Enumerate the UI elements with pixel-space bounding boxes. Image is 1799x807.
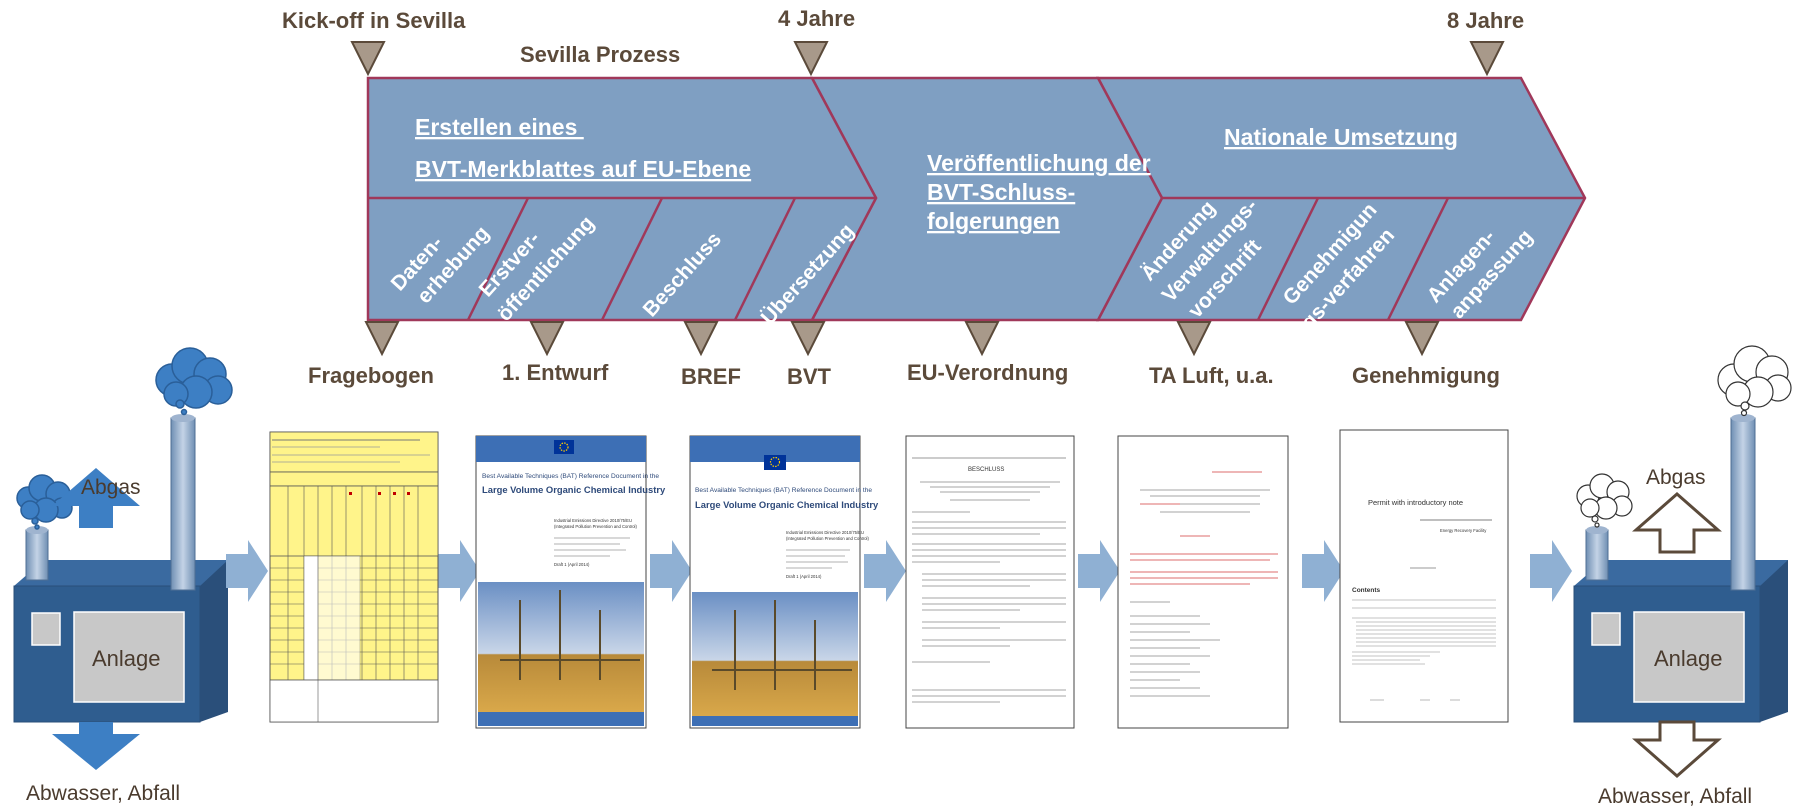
flow-arrow-7-icon xyxy=(1530,540,1572,602)
doc-entwurf-header: Best Available Techniques (BAT) Referenc… xyxy=(482,473,659,480)
doc-genehmigung: Permit with introductory note Energy Rec… xyxy=(1339,429,1509,723)
waste-arrow-down-icon xyxy=(52,722,140,770)
plant-right-waste: Abwasser, Abfall xyxy=(1598,785,1752,807)
eu-flag-icon xyxy=(764,455,786,470)
doc-entwurf-sub2: (Integrated Pollution Prevention and Con… xyxy=(554,524,637,529)
exhaust-arrow-up-icon xyxy=(52,468,140,528)
eu-flag-icon xyxy=(554,440,574,454)
plant-right-label: Anlage xyxy=(1654,646,1723,671)
doc-bref-sub2: (Integrated Pollution Prevention and Con… xyxy=(786,536,869,541)
plant-right-exhaust: Abgas xyxy=(1646,466,1706,489)
doc-ta-luft xyxy=(1117,435,1289,729)
doc-eu-verordnung: BESCHLUSS xyxy=(905,435,1075,729)
doc-bref-draft: Draft 1 (April 2014) xyxy=(786,574,822,579)
marker-entwurf xyxy=(529,321,565,357)
clean-cloud-large-icon xyxy=(1717,345,1792,417)
marker-8-jahre xyxy=(1469,41,1505,77)
plant-left-tall-chimney xyxy=(170,417,196,591)
pub-title-line1: Veröffentlichung der xyxy=(927,150,1151,176)
exhaust-cloud-large-icon xyxy=(155,347,233,416)
plant-left-window xyxy=(31,612,61,646)
plant-right-window xyxy=(1591,612,1621,646)
marker-fragebogen xyxy=(364,321,400,357)
plant-right: Anlage xyxy=(1573,414,1788,723)
clean-cloud-small-icon xyxy=(1576,473,1633,528)
flow-arrow-4-icon xyxy=(864,540,906,602)
marker-kickoff xyxy=(350,41,386,77)
flow-arrow-3-icon xyxy=(650,540,692,602)
clean-exhaust-arrow-up-icon xyxy=(1632,492,1722,554)
milestone-8-jahre: 8 Jahre xyxy=(1447,8,1524,33)
marker-eu-verordnung xyxy=(964,321,1000,357)
output-entwurf: 1. Entwurf xyxy=(502,360,609,385)
flow-arrow-2-icon xyxy=(438,540,480,602)
output-bref: BREF xyxy=(681,364,741,389)
pub-title-line3: folgerungen xyxy=(927,208,1060,234)
pub-title-line2: BVT-Schluss- xyxy=(927,179,1075,205)
marker-genehmigung xyxy=(1404,321,1440,357)
doc-bref-header: Best Available Techniques (BAT) Referenc… xyxy=(695,487,872,494)
output-genehmigung: Genehmigung xyxy=(1352,363,1500,388)
doc-bref-title: Large Volume Organic Chemical Industry xyxy=(695,499,879,510)
doc-bref-sub1: Industrial Emissions Directive 2010/75/E… xyxy=(786,530,864,535)
output-fragebogen: Fragebogen xyxy=(308,363,434,388)
plant-left-waste: Abwasser, Abfall xyxy=(26,782,180,805)
marker-bref xyxy=(683,321,719,357)
doc-entwurf-title: Large Volume Organic Chemical Industry xyxy=(482,484,666,495)
plant-right-small-chimney xyxy=(1585,529,1609,581)
doc-fragebogen xyxy=(269,431,439,723)
marker-bvt xyxy=(790,321,826,357)
doc-genehmigung-contents: Contents xyxy=(1352,587,1381,594)
plant-right-tall-chimney xyxy=(1730,417,1756,591)
plant-left-label: Anlage xyxy=(92,646,161,671)
milestone-kickoff: Kick-off in Sevilla xyxy=(282,8,466,33)
process-title: Sevilla Prozess xyxy=(520,42,680,67)
doc-bref: Best Available Techniques (BAT) Referenc… xyxy=(689,435,879,729)
plant-left-small-chimney xyxy=(25,529,49,581)
flow-arrow-1-icon xyxy=(226,540,268,602)
milestone-4-jahre: 4 Jahre xyxy=(778,6,855,31)
flow-arrow-6-icon xyxy=(1302,540,1344,602)
doc-entwurf-draft: Draft 1 (April 2014) xyxy=(554,562,590,567)
clean-waste-arrow-down-icon xyxy=(1632,720,1722,778)
marker-ta-luft xyxy=(1176,321,1212,357)
plant-left: Anlage xyxy=(13,414,228,723)
eu-title-line2: BVT-Merkblattes auf EU-Ebene xyxy=(415,156,751,182)
flow-arrow-5-icon xyxy=(1078,540,1120,602)
marker-4-jahre xyxy=(793,41,829,77)
doc-entwurf: Best Available Techniques (BAT) Referenc… xyxy=(475,435,666,729)
national-title: Nationale Umsetzung xyxy=(1224,124,1458,150)
plant-left-exhaust: Abgas xyxy=(81,476,141,499)
output-bvt: BVT xyxy=(787,364,832,389)
eu-title-line1: Erstellen eines xyxy=(415,114,584,140)
doc-entwurf-sub1: Industrial Emissions Directive 2010/75/E… xyxy=(554,518,632,523)
output-eu-verordnung: EU-Verordnung xyxy=(907,360,1068,385)
doc-eu-verordnung-title: BESCHLUSS xyxy=(968,467,1004,473)
output-ta-luft: TA Luft, u.a. xyxy=(1149,363,1274,388)
doc-genehmigung-title: Permit with introductory note xyxy=(1368,498,1463,507)
doc-genehmigung-org: Energy Recovery Facility xyxy=(1440,528,1487,533)
